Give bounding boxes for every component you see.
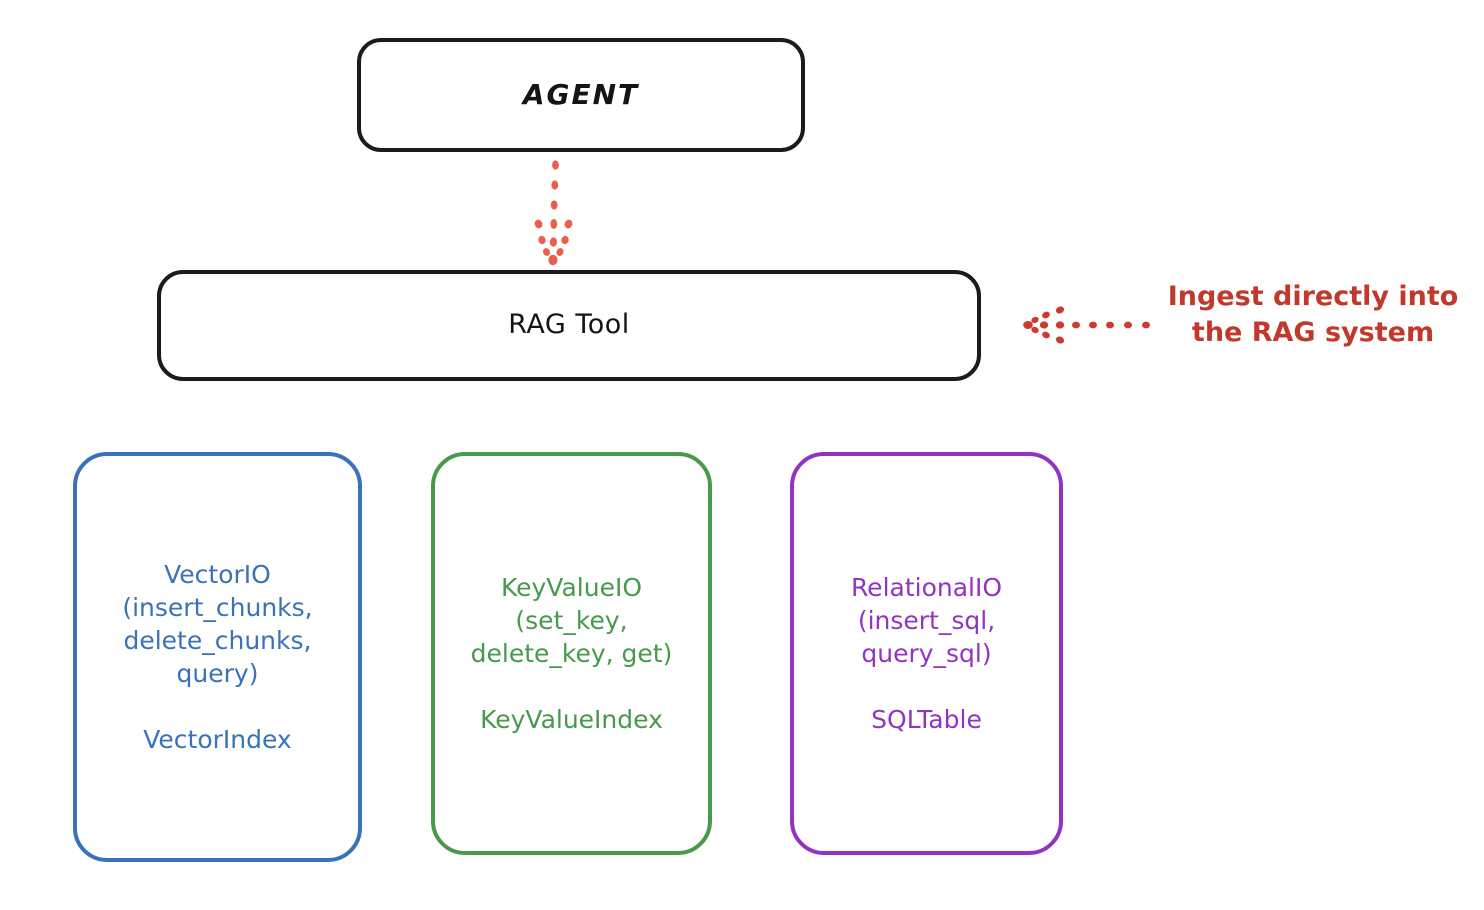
node-key-value-io-label: KeyValueIO (set_key, delete_key, get) Ke… — [470, 573, 673, 734]
node-vector-io[interactable]: VectorIO (insert_chunks, delete_chunks, … — [73, 452, 362, 862]
node-rag-tool-label: RAG Tool — [508, 309, 630, 341]
node-key-value-io[interactable]: KeyValueIO (set_key, delete_key, get) Ke… — [431, 452, 712, 855]
annotation-ingest: Ingest directly into the RAG system — [1167, 281, 1459, 348]
node-vector-io-label: VectorIO (insert_chunks, delete_chunks, … — [122, 560, 313, 754]
node-agent-label: AGENT — [522, 78, 640, 112]
node-relational-io-label: RelationalIO (insert_sql, query_sql) SQL… — [850, 573, 1003, 734]
node-relational-io[interactable]: RelationalIO (insert_sql, query_sql) SQL… — [790, 452, 1063, 855]
node-agent[interactable]: AGENT — [357, 38, 805, 152]
edge-agent-to-rag-tool — [534, 160, 573, 266]
edge-ingest-to-rag-tool — [1023, 306, 1150, 344]
node-rag-tool[interactable]: RAG Tool — [157, 270, 981, 381]
